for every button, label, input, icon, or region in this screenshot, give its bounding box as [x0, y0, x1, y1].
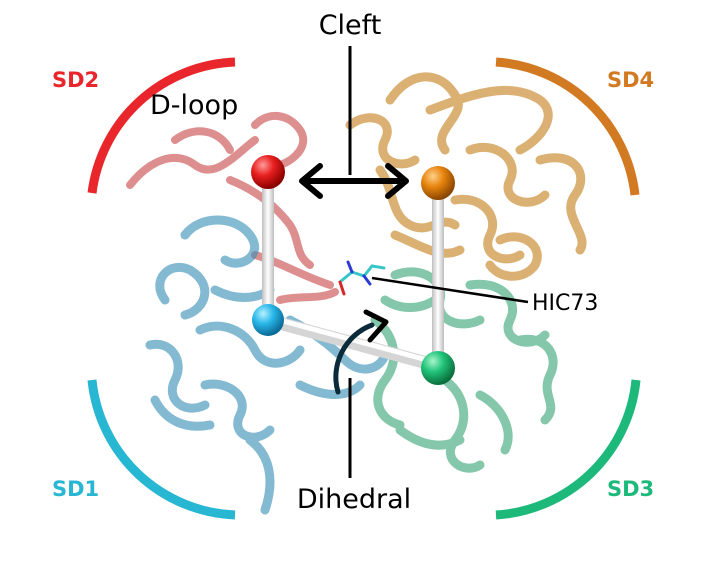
rod-sd4-sd3 — [432, 188, 444, 366]
cleft-arrow — [299, 163, 409, 199]
sd4-label: SD4 — [607, 68, 654, 92]
dihedral-label: Dihedral — [297, 484, 411, 515]
dihedral-arrow — [333, 309, 389, 395]
sd4-sphere — [421, 166, 455, 200]
rod-sd1-sd3 — [261, 313, 445, 373]
sd3-sphere — [421, 351, 455, 385]
hic73-label: HIC73 — [532, 291, 598, 316]
sd1-bracket — [87, 379, 236, 520]
sd1-sphere — [252, 304, 284, 336]
sd2-label: SD2 — [52, 68, 99, 92]
sd3-label: SD3 — [607, 477, 654, 501]
hic73-ligand — [338, 260, 386, 296]
sd3-ribbon — [370, 267, 558, 473]
sd1-ribbon — [145, 215, 390, 515]
sd4-bracket — [495, 57, 640, 196]
sd1-label: SD1 — [52, 477, 99, 501]
sd2-bracket — [87, 57, 236, 194]
cleft-label: Cleft — [319, 10, 382, 41]
sd3-bracket — [495, 379, 641, 520]
rod-sd2-sd1 — [262, 178, 274, 320]
subdomain-rods — [261, 178, 445, 373]
sd4-ribbon — [345, 72, 587, 281]
hic73-callout-line — [371, 276, 529, 304]
sd2-sphere — [251, 155, 285, 189]
d-loop-label: D-loop — [150, 90, 238, 121]
